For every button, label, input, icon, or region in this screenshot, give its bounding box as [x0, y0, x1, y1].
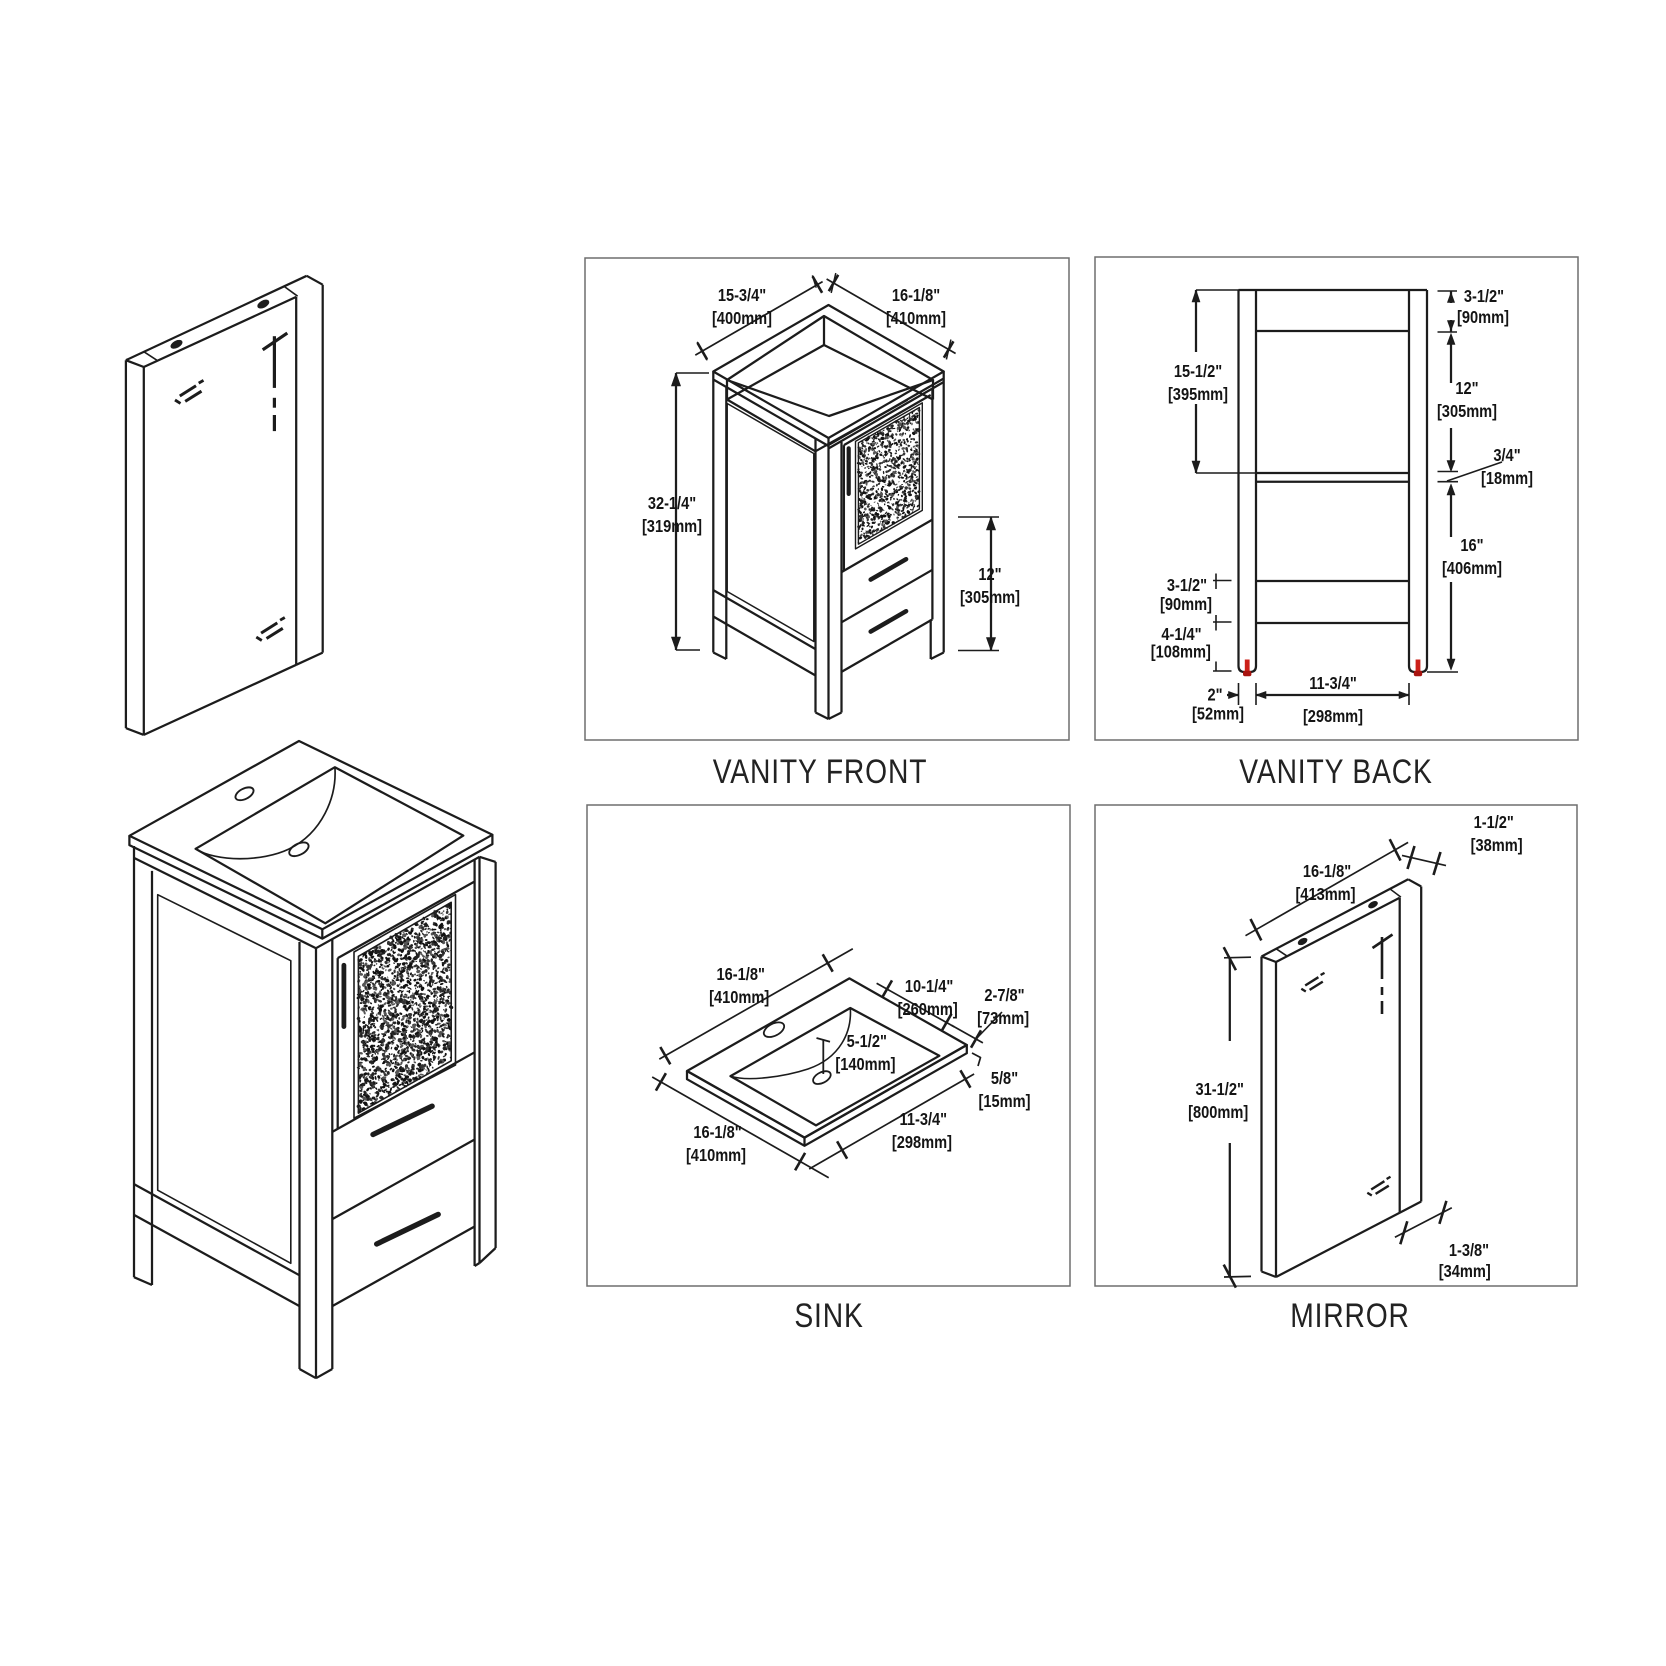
svg-text:1-3/8": 1-3/8": [1449, 1242, 1489, 1260]
svg-text:2-7/8": 2-7/8": [984, 987, 1024, 1005]
svg-text:3/4": 3/4": [1493, 447, 1520, 465]
svg-text:[305mm]: [305mm]: [960, 589, 1020, 607]
svg-text:11-3/4": 11-3/4": [900, 1111, 948, 1129]
svg-text:12": 12": [1455, 380, 1478, 398]
svg-text:16-1/8": 16-1/8": [1303, 863, 1351, 881]
svg-text:2": 2": [1207, 686, 1222, 704]
svg-text:[319mm]: [319mm]: [642, 518, 702, 536]
svg-text:[298mm]: [298mm]: [1303, 708, 1363, 726]
svg-text:[400mm]: [400mm]: [712, 310, 772, 328]
svg-text:[298mm]: [298mm]: [892, 1134, 952, 1152]
svg-text:[800mm]: [800mm]: [1188, 1104, 1248, 1122]
svg-text:15-1/2": 15-1/2": [1174, 363, 1222, 381]
svg-text:[15mm]: [15mm]: [979, 1093, 1031, 1111]
svg-text:[38mm]: [38mm]: [1471, 837, 1523, 855]
svg-text:SINK: SINK: [794, 1295, 863, 1334]
svg-text:3-1/2": 3-1/2": [1464, 288, 1504, 306]
svg-text:[413mm]: [413mm]: [1295, 886, 1355, 904]
svg-text:16": 16": [1460, 537, 1483, 555]
svg-text:[410mm]: [410mm]: [686, 1147, 746, 1165]
svg-text:[90mm]: [90mm]: [1457, 309, 1509, 327]
svg-text:[410mm]: [410mm]: [886, 310, 946, 328]
svg-text:VANITY BACK: VANITY BACK: [1239, 751, 1432, 790]
svg-text:[108mm]: [108mm]: [1151, 643, 1211, 661]
svg-text:32-1/4": 32-1/4": [648, 495, 696, 513]
svg-text:4-1/4": 4-1/4": [1161, 626, 1201, 644]
svg-text:[260mm]: [260mm]: [898, 1001, 958, 1019]
svg-text:[140mm]: [140mm]: [835, 1056, 895, 1074]
svg-text:31-1/2": 31-1/2": [1196, 1081, 1244, 1099]
svg-text:[305mm]: [305mm]: [1437, 403, 1497, 421]
svg-text:[406mm]: [406mm]: [1442, 560, 1502, 578]
svg-text:[73mm]: [73mm]: [977, 1010, 1029, 1028]
svg-text:[90mm]: [90mm]: [1160, 596, 1212, 614]
svg-text:16-1/8": 16-1/8": [892, 287, 940, 305]
svg-text:[18mm]: [18mm]: [1481, 470, 1533, 488]
svg-text:12": 12": [978, 566, 1001, 584]
svg-text:10-1/4": 10-1/4": [905, 978, 953, 996]
svg-text:11-3/4": 11-3/4": [1309, 675, 1357, 693]
svg-text:16-1/8": 16-1/8": [693, 1124, 741, 1142]
svg-text:[410mm]: [410mm]: [709, 989, 769, 1007]
svg-text:3-1/2": 3-1/2": [1167, 577, 1207, 595]
svg-text:VANITY FRONT: VANITY FRONT: [713, 751, 928, 790]
svg-text:[34mm]: [34mm]: [1439, 1263, 1491, 1281]
svg-text:1-1/2": 1-1/2": [1474, 814, 1514, 832]
svg-text:5-1/2": 5-1/2": [847, 1033, 887, 1051]
svg-text:MIRROR: MIRROR: [1290, 1295, 1410, 1334]
svg-text:[52mm]: [52mm]: [1192, 705, 1244, 723]
svg-text:[395mm]: [395mm]: [1168, 386, 1228, 404]
svg-text:16-1/8": 16-1/8": [717, 966, 765, 984]
svg-text:5/8": 5/8": [991, 1070, 1018, 1088]
svg-text:15-3/4": 15-3/4": [718, 287, 766, 305]
